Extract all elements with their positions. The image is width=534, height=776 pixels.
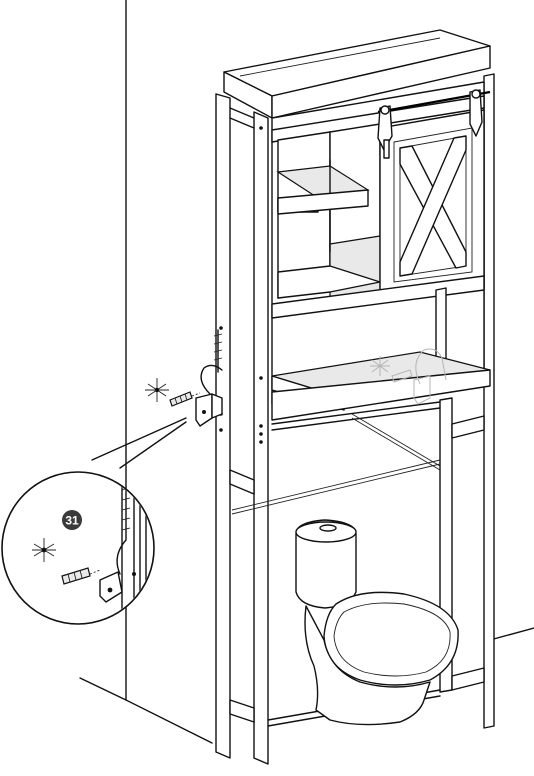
bracket-icon [195,393,223,427]
wall-anchor-icon [145,378,169,402]
step-badge [62,510,82,530]
floor-line-left [125,699,213,744]
callout-line-top [91,417,187,461]
cross-brace-c [231,459,441,511]
left-side-rail-mid [229,469,255,495]
post-bolts [219,126,263,444]
middle-back-post [435,287,447,363]
back-rail-2 [271,407,441,431]
strap-icon [200,364,223,395]
step-number: 31 [65,514,79,528]
back-rail [271,401,441,425]
middle-shelf-edge [271,275,485,319]
left-side-rail-top2 [229,117,255,129]
door-hanger-left-wheel [380,105,390,115]
callout-line-bottom [119,421,187,469]
top-panel-front-edge [271,45,491,119]
toilet-pedestal [304,605,431,726]
detail-post-bolt [132,572,136,576]
cross-brace-d [231,463,441,515]
detail-bracket-hole [107,587,113,593]
toilet-seat-inner [333,602,451,677]
toilet-flush-button [319,524,337,532]
anchor-assembly-main [145,329,223,427]
right-side-rail-mid [451,415,485,439]
detail-post [121,473,135,623]
top-panel-inner [239,37,441,77]
toilet-tank-lid [295,521,357,543]
detail-magnifier: 31 [1,471,155,625]
cross-brace-b [351,417,441,471]
door-x-brace-b [399,135,467,277]
barn-door-frame [393,127,473,283]
left-side-rail-top [229,107,255,119]
toilet [295,519,459,726]
shelf-lower [277,265,381,299]
strap-texture [213,333,223,361]
right-side-rail-bottom [451,667,485,691]
right-front-post [483,73,495,729]
floor-line-left-outer [79,677,127,701]
door-handle [383,139,390,159]
cabinet-top-frame [271,95,485,143]
detail-wall-anchor-icon [32,538,56,562]
floor-line-right [489,627,534,641]
toilet-seat [323,591,459,686]
detail-bracket [99,571,123,603]
detail-strap [116,473,127,575]
detail-screw-icon [61,567,101,585]
toilet-tank [295,519,357,609]
left-back-post [253,111,269,765]
door-hanger-right-wheel [471,89,481,99]
shelf-unit [215,29,495,765]
anchor-assembly-ghost [370,348,447,405]
cross-brace-a [351,413,441,467]
left-front-post [215,93,231,759]
screw-icon [169,391,201,407]
shelf-divider-board [277,189,369,215]
left-side-rail-bottom [229,699,255,723]
